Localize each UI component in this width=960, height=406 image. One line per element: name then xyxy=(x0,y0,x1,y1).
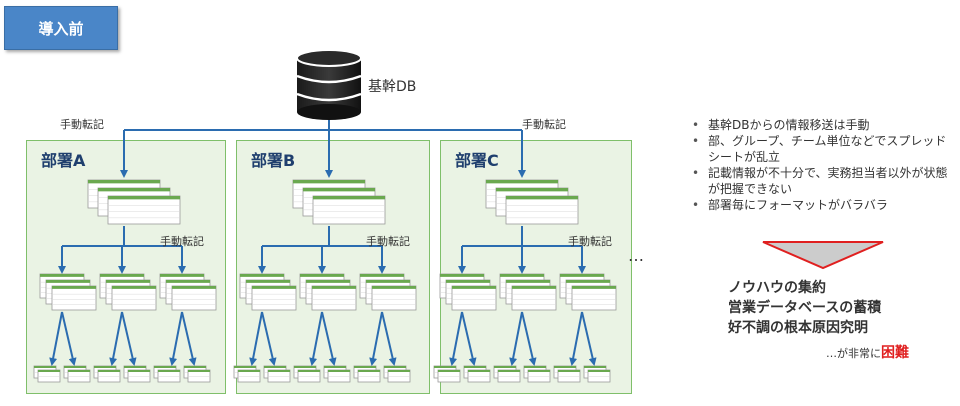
spreadsheet-icon xyxy=(107,195,181,225)
spreadsheet-icon xyxy=(527,369,551,383)
spreadsheet-icons xyxy=(33,179,617,383)
spreadsheet-icon xyxy=(451,285,497,311)
database-icon xyxy=(296,49,362,120)
flow-arrow xyxy=(261,311,277,366)
issue-item: 部署毎にフォーマットがバラバラ xyxy=(690,197,952,213)
flow-arrow xyxy=(521,311,537,366)
issue-item: 部、グループ、チーム単位などでスプレッドシートが乱立 xyxy=(690,133,952,165)
spreadsheet-icon xyxy=(327,369,351,383)
conclusion-line: ノウハウの集約 xyxy=(728,280,826,296)
spreadsheet-icon xyxy=(357,369,381,383)
flow-arrow xyxy=(461,311,477,366)
department-a-label: 部署A xyxy=(41,151,86,170)
spreadsheet-icon xyxy=(505,195,579,225)
issue-item: 記載情報が不十分で、実務担当者以外が状態が把握できない xyxy=(690,165,952,197)
flow-arrow xyxy=(381,311,397,366)
flow-arrow xyxy=(581,311,597,366)
issue-item: 基幹DBからの情報移送は手動 xyxy=(690,117,952,133)
spreadsheet-icon xyxy=(237,369,261,383)
spreadsheet-icon xyxy=(571,285,617,311)
spreadsheet-icon xyxy=(387,369,411,383)
flow-arrow xyxy=(369,311,383,366)
department-b-transfer-label: 手動転記 xyxy=(366,235,410,248)
spreadsheet-icon xyxy=(127,369,151,383)
spreadsheet-icon xyxy=(557,369,581,383)
more-departments-ellipsis: … xyxy=(628,246,645,265)
spreadsheet-icon xyxy=(467,369,491,383)
spreadsheet-icon xyxy=(511,285,557,311)
spreadsheet-icon xyxy=(497,369,521,383)
spreadsheet-icon xyxy=(111,285,157,311)
flow-arrow xyxy=(109,311,123,366)
conclusion-line: 好不調の根本原因究明 xyxy=(728,320,868,336)
database-label: 基幹DB xyxy=(368,79,417,95)
header-tag-label: 導入前 xyxy=(38,19,84,38)
difficulty-prefix: …が非常に xyxy=(826,347,881,360)
department-c-transfer-label: 手動転記 xyxy=(568,235,612,248)
spreadsheet-icon xyxy=(67,369,91,383)
difficulty-note: …が非常に困難 xyxy=(826,342,909,362)
flow-arrow xyxy=(61,311,77,366)
spreadsheet-icon xyxy=(267,369,291,383)
issues-list: 基幹DBからの情報移送は手動 部、グループ、チーム単位などでスプレッドシートが乱… xyxy=(690,117,952,213)
spreadsheet-icon xyxy=(312,195,386,225)
flow-arrow xyxy=(181,311,197,366)
spreadsheet-icon xyxy=(37,369,61,383)
spreadsheet-icon xyxy=(371,285,417,311)
spreadsheet-icon xyxy=(171,285,217,311)
conclusion-line: 営業データベースの蓄積 xyxy=(728,300,882,316)
down-arrow-icon xyxy=(762,241,884,270)
flow-arrow xyxy=(309,311,323,366)
spreadsheet-icon xyxy=(297,369,321,383)
conclusion-block: ノウハウの集約 営業データベースの蓄積 好不調の根本原因究明 xyxy=(728,278,881,338)
department-a-transfer-label: 手動転記 xyxy=(160,235,204,248)
manual-transfer-label-right: 手動転記 xyxy=(522,118,566,131)
flow-arrow xyxy=(121,311,137,366)
spreadsheet-icon xyxy=(587,369,611,383)
spreadsheet-icon xyxy=(437,369,461,383)
header-tag: 導入前 xyxy=(4,6,118,50)
flow-arrow xyxy=(49,311,63,366)
spreadsheet-icon xyxy=(187,369,211,383)
spreadsheet-icon xyxy=(311,285,357,311)
flow-arrow xyxy=(509,311,523,366)
flow-arrow xyxy=(449,311,463,366)
difficulty-word: 困難 xyxy=(881,345,909,361)
spreadsheet-icon xyxy=(157,369,181,383)
flow-arrow xyxy=(321,311,337,366)
manual-transfer-label-left: 手動転記 xyxy=(60,118,104,131)
department-b-label: 部署B xyxy=(251,151,296,170)
spreadsheet-icon xyxy=(97,369,121,383)
flow-arrow xyxy=(249,311,263,366)
flow-arrow xyxy=(569,311,583,366)
department-c-label: 部署C xyxy=(455,151,499,170)
spreadsheet-icon xyxy=(51,285,97,311)
spreadsheet-icon xyxy=(251,285,297,311)
flow-arrow xyxy=(169,311,183,366)
